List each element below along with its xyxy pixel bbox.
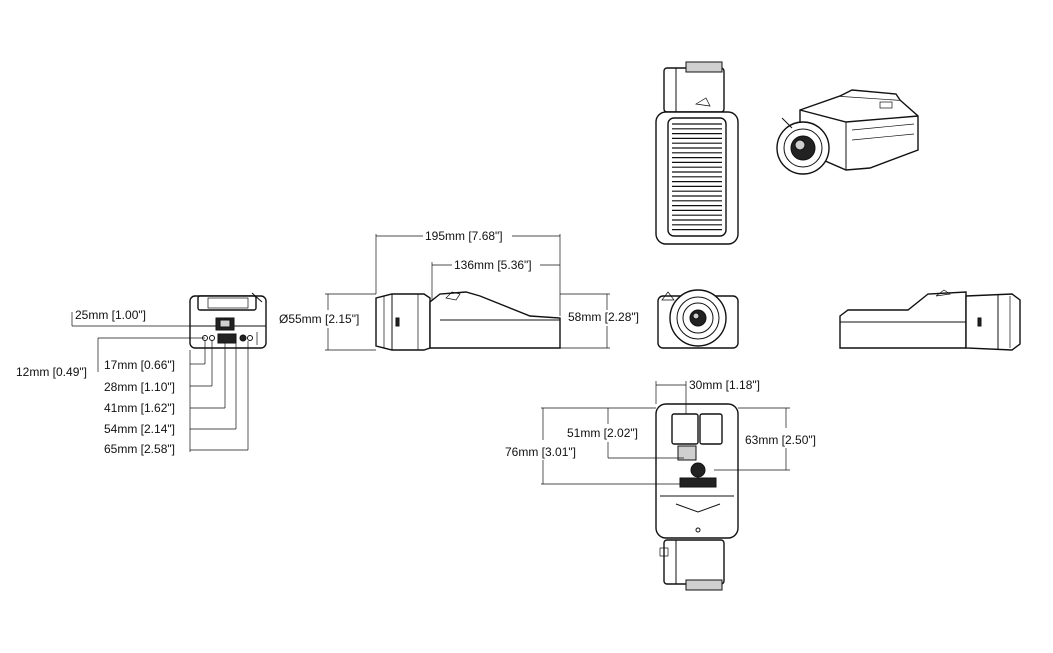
dim-side-17: 17mm [0.66"] xyxy=(104,358,175,372)
front-view xyxy=(657,289,739,349)
bottom-dimension-lines xyxy=(541,381,790,485)
dim-lens-diameter: Ø55mm [2.15"] xyxy=(279,312,359,326)
side-dimension-lines xyxy=(325,234,610,351)
dim-bottom-76: 76mm [3.01"] xyxy=(505,445,576,459)
dim-side-54: 54mm [2.14"] xyxy=(104,422,175,436)
dim-length-total: 195mm [7.68"] xyxy=(425,229,503,243)
dim-bottom-30: 30mm [1.18"] xyxy=(689,378,760,392)
isometric-view xyxy=(776,89,919,175)
dim-bottom-63: 63mm [2.50"] xyxy=(745,433,816,447)
top-view xyxy=(655,61,739,245)
rear-dimension-lines xyxy=(71,312,249,452)
dim-side-41: 41mm [1.62"] xyxy=(104,401,175,415)
bottom-view xyxy=(655,403,739,591)
dim-side-12: 12mm [0.49"] xyxy=(16,365,87,379)
other-side-view xyxy=(839,289,1021,351)
rear-view xyxy=(189,292,267,349)
dim-bottom-51: 51mm [2.02"] xyxy=(567,426,638,440)
dim-side-28: 28mm [1.10"] xyxy=(104,380,175,394)
top-view-vents xyxy=(672,123,722,231)
dim-height: 58mm [2.28"] xyxy=(568,310,639,324)
side-view xyxy=(375,291,561,351)
dim-side-65: 65mm [2.58"] xyxy=(104,442,175,456)
dim-top-offset: 25mm [1.00"] xyxy=(75,308,146,322)
dim-length-body: 136mm [5.36"] xyxy=(454,258,532,272)
